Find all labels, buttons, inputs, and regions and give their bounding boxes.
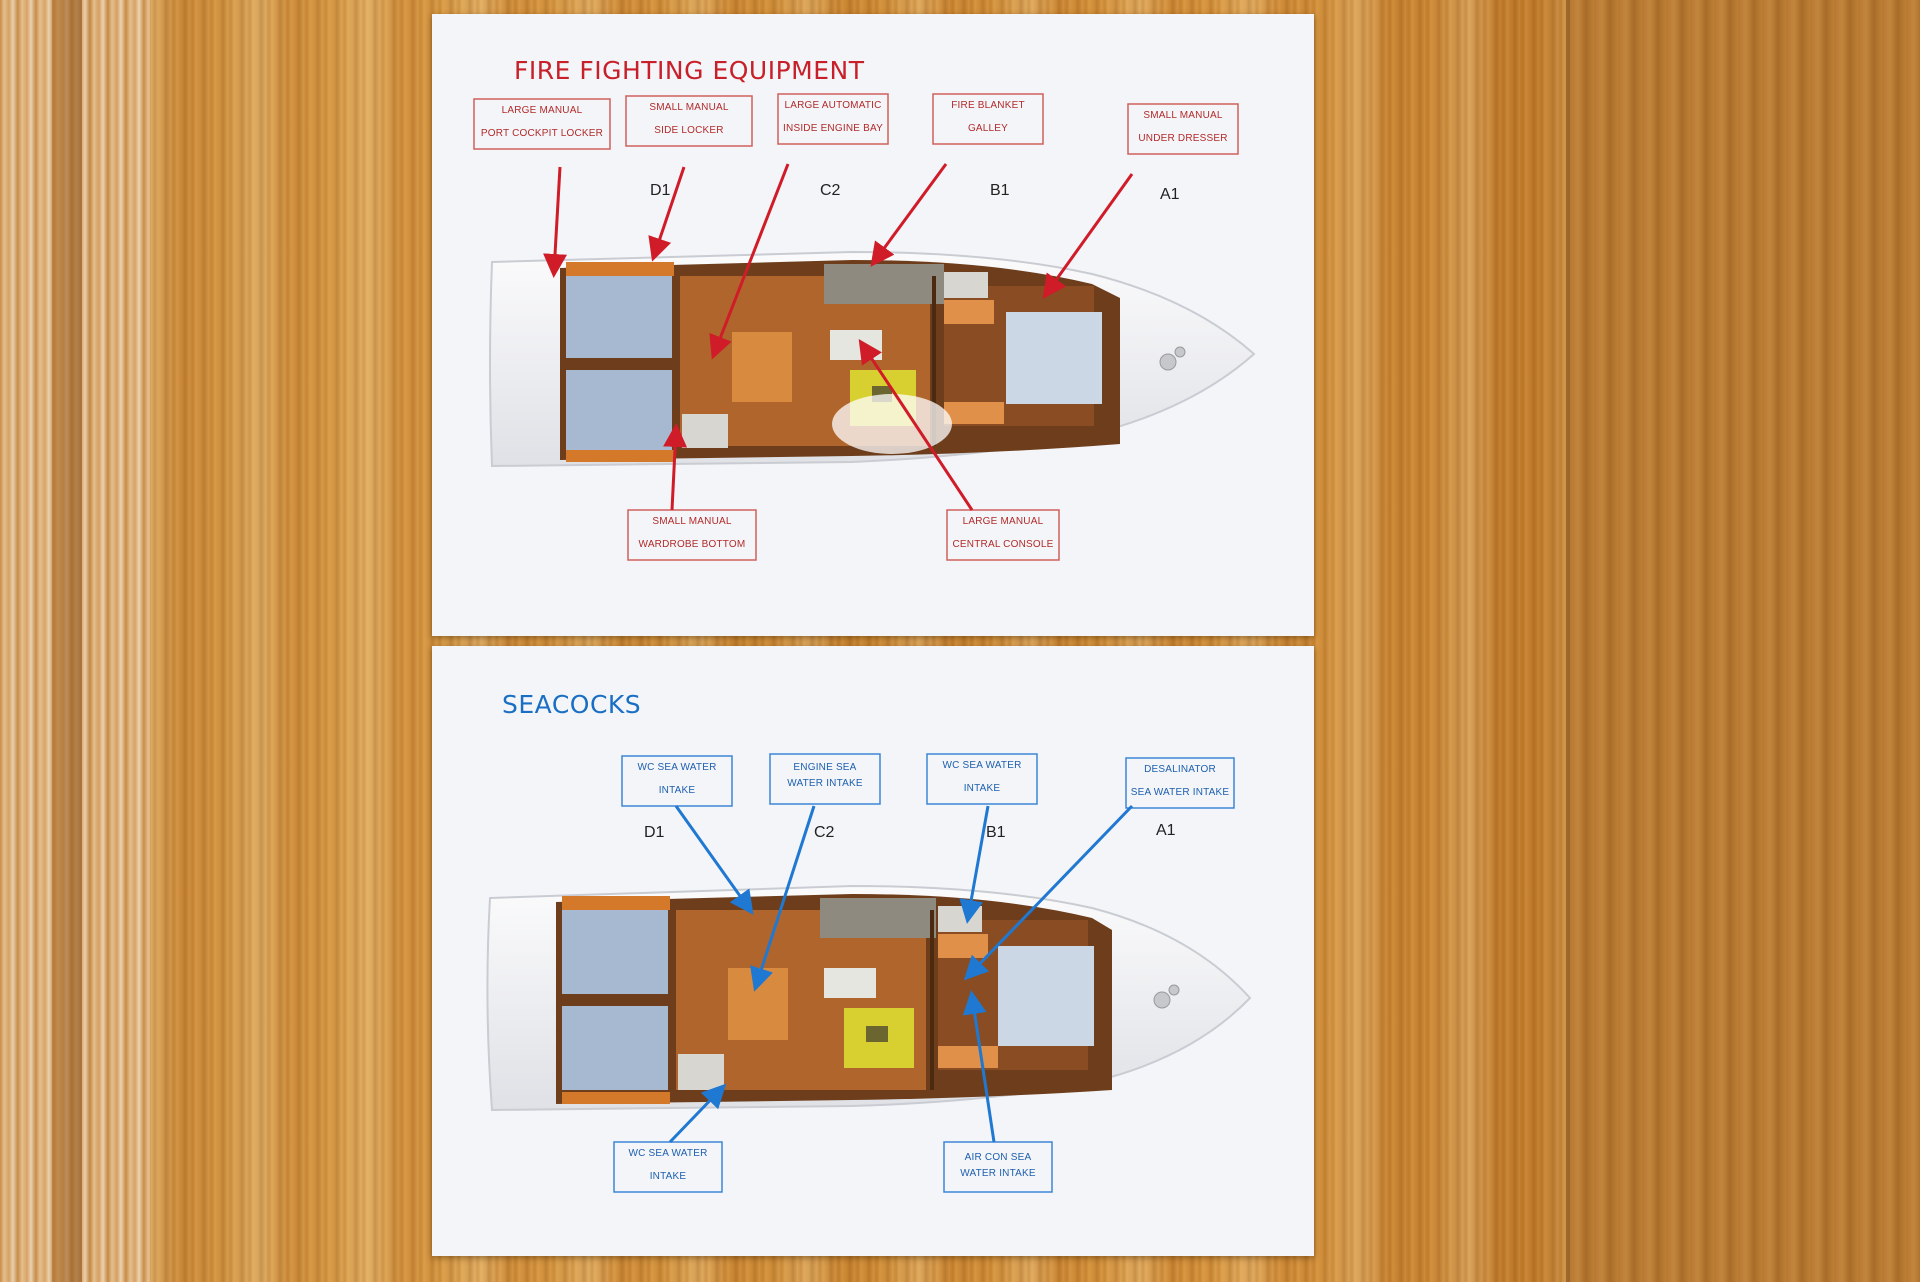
fire-zone-d1: D1 (650, 182, 671, 199)
arrow-5 (1042, 173, 1134, 299)
label-box-2 (625, 95, 753, 147)
sc-box-4 (1125, 757, 1235, 809)
arrow-7 (858, 338, 974, 511)
forward-berth (1006, 312, 1102, 404)
aft-cabin-port (566, 276, 672, 358)
fire-title: FIRE FIGHTING EQUIPMENT (514, 56, 865, 85)
sc-arrow-2 (750, 805, 816, 992)
label-box-6 (627, 509, 757, 561)
right-wood-panel (1570, 0, 1920, 1282)
sc-arrow-5 (668, 1083, 727, 1144)
forward-berth-2 (998, 946, 1094, 1046)
arrow-2 (648, 166, 686, 262)
sc-box-3 (926, 753, 1038, 805)
seacocks-title: SEACOCKS (502, 690, 642, 719)
sc-arrow-6 (962, 990, 996, 1143)
label-box-1 (473, 98, 611, 150)
anchor-locker-2 (1153, 991, 1171, 1009)
seacock-zone-c2: C2 (814, 824, 835, 841)
label-box-7 (946, 509, 1060, 561)
aft-cabin-stbd (566, 370, 672, 452)
aft-cabin-stbd-2 (562, 1006, 668, 1090)
sc-arrow-3 (959, 805, 990, 924)
aft-cabin-port-2 (562, 910, 668, 994)
label-box-5 (1127, 103, 1239, 155)
seacocks-plan-diagram (486, 753, 1252, 1193)
arrow-1 (543, 166, 568, 278)
sc-arrow-4 (963, 804, 1134, 981)
companionway (732, 332, 792, 402)
galley-2 (820, 898, 936, 938)
seacocks-sheet: SEACOCKS (432, 646, 1314, 1256)
fwd-head-2 (938, 906, 982, 932)
chart-table-2 (824, 968, 876, 998)
seacock-zone-b1: B1 (986, 824, 1006, 841)
fire-zone-b1: B1 (990, 182, 1010, 199)
seacock-zone-a1: A1 (1156, 822, 1176, 839)
right-panel-edge (1566, 0, 1572, 1282)
sc-arrow-1 (674, 805, 754, 915)
sc-box-5 (613, 1141, 723, 1193)
galley (824, 264, 944, 304)
arrow-4 (870, 163, 948, 267)
aft-head-2 (678, 1054, 724, 1090)
label-box-3 (777, 93, 889, 145)
fire-zone-a1: A1 (1160, 186, 1180, 203)
left-panel-groove (52, 0, 82, 1282)
seacock-zone-d1: D1 (644, 824, 665, 841)
arrow-3 (709, 163, 790, 360)
glare (832, 394, 952, 454)
label-box-4 (932, 93, 1044, 145)
fire-zone-c2: C2 (820, 182, 841, 199)
aft-head (682, 414, 728, 448)
chart-table (830, 330, 882, 360)
anchor-locker (1159, 353, 1177, 371)
fire-fighting-sheet: FIRE FIGHTING EQUIPMENT (432, 14, 1314, 636)
sc-box-6 (943, 1141, 1053, 1193)
fire-plan-diagram (473, 93, 1256, 561)
fwd-head (944, 272, 988, 298)
sc-box-2 (769, 753, 881, 805)
arrow-6 (663, 423, 688, 511)
